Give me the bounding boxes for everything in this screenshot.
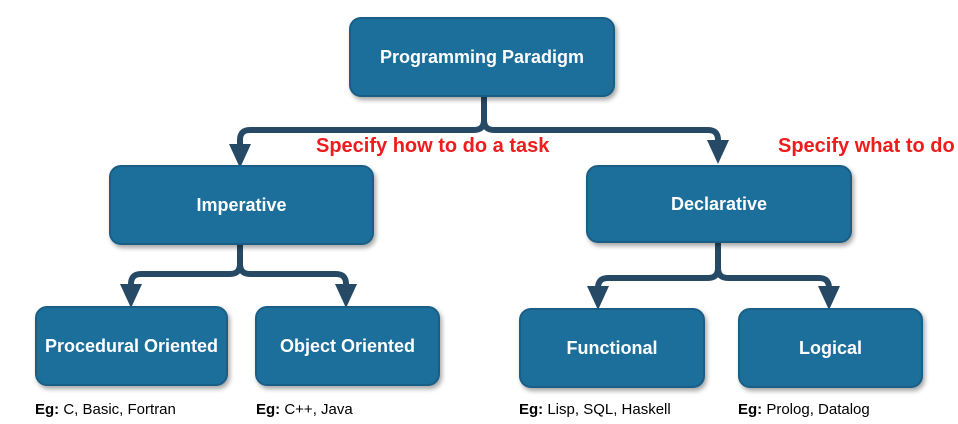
- procedural-examples-text: C, Basic, Fortran: [59, 401, 176, 418]
- connector-imperative-to-procedural: [120, 240, 243, 308]
- object-oriented-examples: Eg: C++, Java: [256, 401, 353, 418]
- node-procedural-oriented: Procedural Oriented: [35, 306, 228, 386]
- logical-examples: Eg: Prolog, Datalog: [738, 401, 870, 418]
- node-object-oriented-label: Object Oriented: [279, 335, 416, 356]
- procedural-examples-prefix: Eg:: [35, 401, 60, 418]
- functional-examples-prefix: Eg:: [519, 401, 544, 418]
- connector-declarative-to-functional: [587, 239, 721, 310]
- node-procedural-oriented-label: Procedural Oriented: [44, 335, 219, 356]
- connector-declarative-to-logical: [715, 239, 840, 310]
- functional-examples: Eg: Lisp, SQL, Haskell: [519, 401, 671, 418]
- declarative-note: Specify what to do: [778, 135, 955, 157]
- node-declarative-label: Declarative: [670, 193, 768, 214]
- node-logical: Logical: [738, 308, 923, 388]
- procedural-examples: Eg: C, Basic, Fortran: [35, 401, 176, 418]
- node-object-oriented: Object Oriented: [255, 306, 440, 386]
- root-node-label: Programming Paradigm: [379, 46, 585, 67]
- node-logical-label: Logical: [798, 337, 862, 358]
- connector-root-to-declarative: [481, 93, 729, 164]
- node-functional-label: Functional: [566, 337, 658, 358]
- connector-imperative-to-object: [237, 240, 357, 308]
- logical-examples-prefix: Eg:: [738, 401, 763, 418]
- root-node-programming-paradigm: Programming Paradigm: [349, 17, 615, 97]
- node-declarative: Declarative: [586, 165, 852, 243]
- imperative-note: Specify how to do a task: [316, 135, 550, 157]
- node-functional: Functional: [519, 308, 705, 388]
- object-oriented-examples-prefix: Eg:: [256, 401, 281, 418]
- functional-examples-text: Lisp, SQL, Haskell: [543, 401, 671, 418]
- node-imperative: Imperative: [109, 165, 374, 245]
- logical-examples-text: Prolog, Datalog: [762, 401, 870, 418]
- object-oriented-examples-text: C++, Java: [280, 401, 353, 418]
- node-imperative-label: Imperative: [196, 194, 287, 215]
